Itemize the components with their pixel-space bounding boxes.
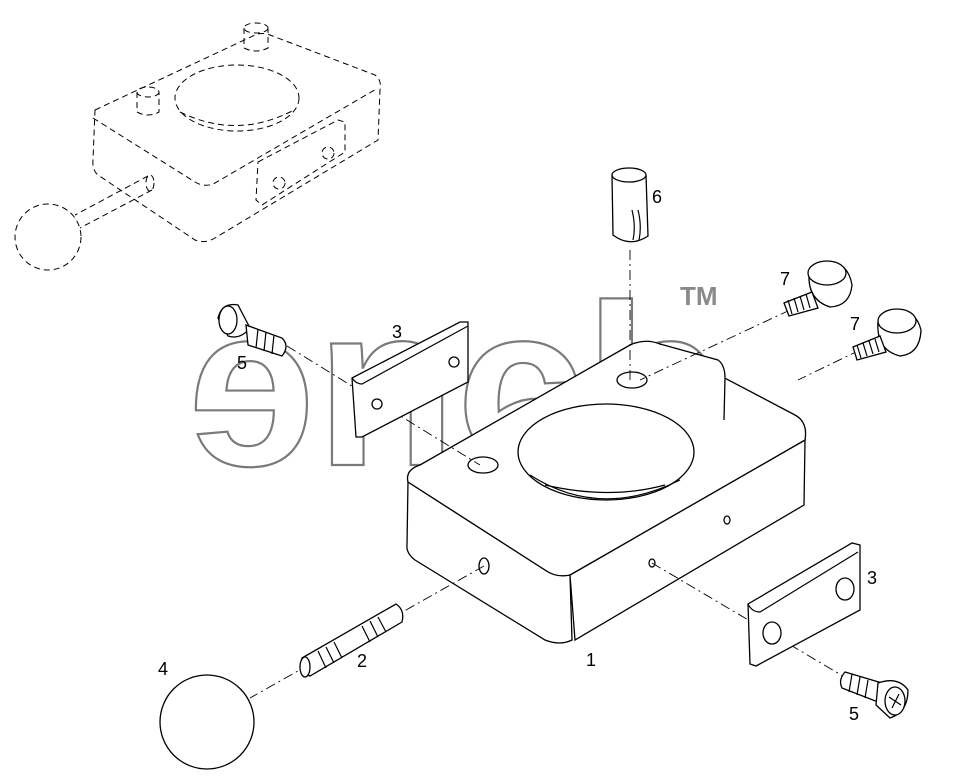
- label-bolt-upper: 7: [780, 269, 790, 289]
- label-screw-left: 5: [237, 353, 247, 373]
- label-housing: 1: [586, 650, 596, 670]
- dowel-part: [611, 167, 649, 243]
- part-labels: 1 2 3 3 4 5 5 6 7 7: [158, 187, 877, 724]
- label-screw-right: 5: [849, 704, 859, 724]
- screw-right-part: [839, 671, 909, 719]
- pin-part: [299, 603, 404, 678]
- label-plate-left: 3: [392, 322, 402, 342]
- watermark-tm: TM: [680, 281, 718, 311]
- plate-left-part: [351, 321, 469, 438]
- ball-part: [159, 674, 255, 770]
- label-dowel: 6: [652, 187, 662, 207]
- label-ball: 4: [158, 659, 168, 679]
- assembly-preview: [14, 22, 381, 271]
- screw-left-part: [217, 303, 287, 357]
- plate-right-part: [747, 542, 861, 667]
- label-pin: 2: [357, 651, 367, 671]
- label-plate-right: 3: [867, 568, 877, 588]
- bolt-lower-part: [852, 308, 922, 361]
- bolt-upper-part: [783, 260, 853, 317]
- label-bolt-lower: 7: [850, 314, 860, 334]
